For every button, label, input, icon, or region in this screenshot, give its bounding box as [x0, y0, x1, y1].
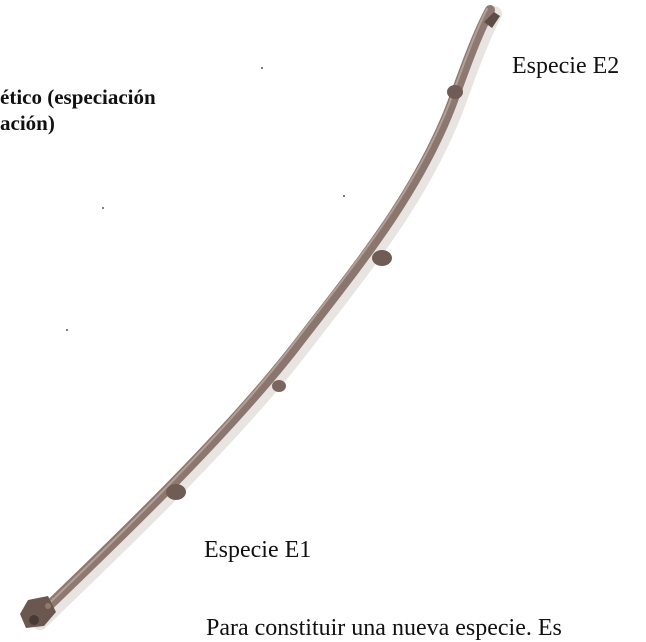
- label-species-e2: Especie E2: [512, 52, 619, 80]
- twig-highlight: [40, 9, 487, 612]
- twig-node-upper: [372, 250, 392, 266]
- twig-stem: [36, 10, 490, 618]
- speck: [102, 207, 104, 209]
- body-text-partial: Para constituir una nueva especie. Es: [206, 614, 562, 642]
- twig-node-top: [447, 85, 463, 99]
- speck: [343, 195, 345, 197]
- label-species-e1: Especie E1: [204, 536, 311, 564]
- speck: [261, 67, 263, 69]
- speck: [66, 329, 68, 331]
- twig-shadow: [40, 14, 494, 622]
- twig-node-lower: [166, 484, 186, 500]
- twig-node-middle: [272, 380, 286, 392]
